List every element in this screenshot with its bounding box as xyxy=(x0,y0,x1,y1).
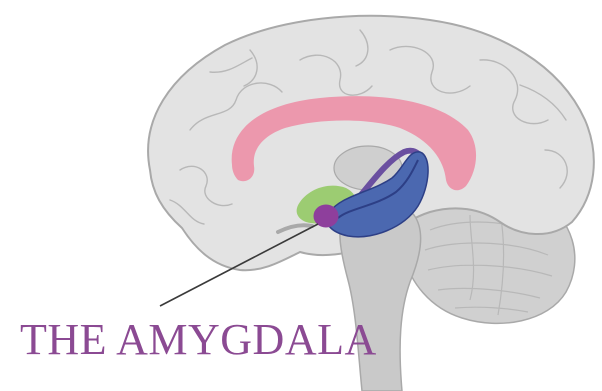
amygdala-label: THE AMYGDALA xyxy=(20,318,377,362)
